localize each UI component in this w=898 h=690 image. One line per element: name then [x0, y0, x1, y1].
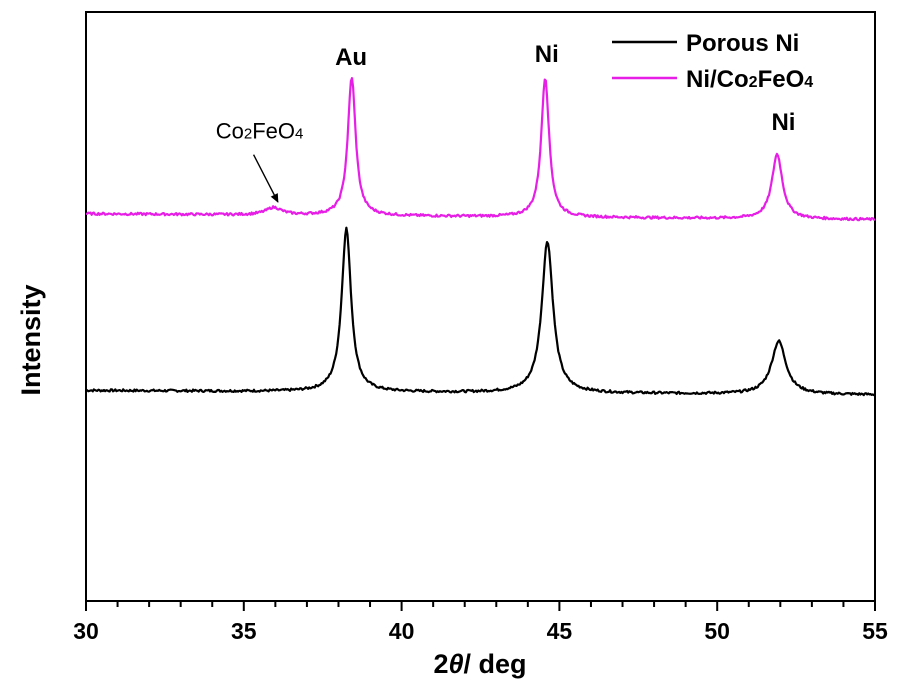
x-tick-label: 45: [547, 618, 573, 644]
x-tick-label: 55: [862, 618, 888, 644]
legend-label-0: Porous Ni: [686, 30, 799, 57]
x-tick-label: 30: [73, 618, 99, 644]
x-tick-label: 35: [231, 618, 257, 644]
series-line-0: [85, 226, 876, 397]
y-axis-label: Intensity: [16, 284, 46, 395]
x-axis-ticks: [85, 601, 876, 611]
x-axis-tick-labels: 30 35 40 45 50 55: [73, 618, 888, 644]
peak-label-0: Au: [335, 44, 367, 71]
peak-label-2: Ni: [771, 109, 795, 136]
legend: Porous Ni Ni/Co2FeO4: [612, 30, 813, 93]
legend-label-1: Ni/Co2FeO4: [686, 66, 813, 93]
plot-frame: [85, 11, 876, 602]
x-tick-label: 50: [704, 618, 730, 644]
series-layer: [85, 77, 876, 397]
annotation-label-0: Co2FeO4: [216, 119, 304, 144]
peak-label-1: Ni: [535, 41, 559, 68]
x-tick-label: 40: [389, 618, 415, 644]
series-line-1: [85, 77, 876, 222]
x-axis-label-unit: / deg: [464, 649, 527, 679]
annotations: Co2FeO4: [216, 119, 304, 203]
x-axis-label: 2θ/ deg: [433, 649, 526, 679]
x-axis-label-two: 2: [433, 649, 448, 679]
annotation-arrow-0: [252, 154, 279, 203]
x-axis-label-theta: θ: [448, 649, 463, 679]
